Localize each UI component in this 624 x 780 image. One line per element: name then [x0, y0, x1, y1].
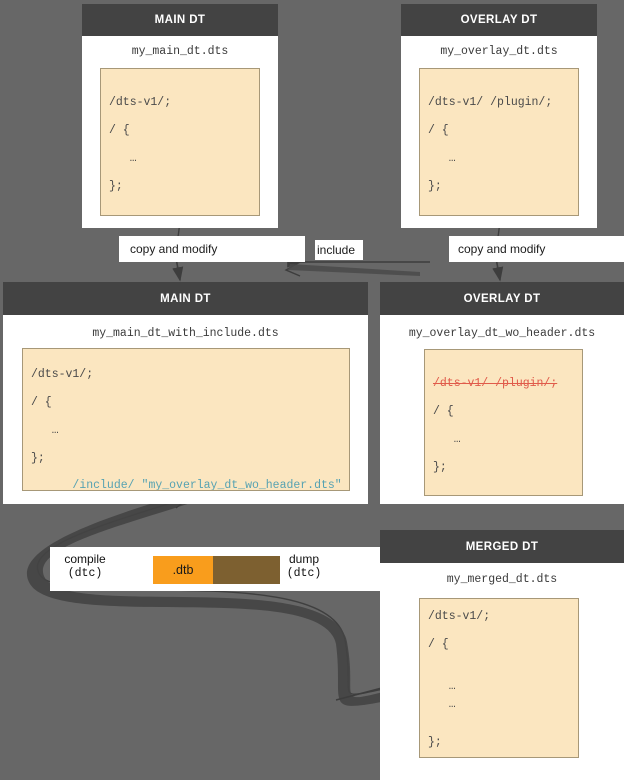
code-line: /dts-v1/;	[428, 610, 491, 623]
code-box-main-dt-mid: /dts-v1/; / { … }; /include/ "my_overlay_…	[22, 348, 350, 491]
compile-dump-flow-path	[36, 494, 389, 695]
code-line: / {	[31, 396, 52, 409]
code-line: };	[31, 452, 45, 465]
code-line: …	[109, 152, 137, 165]
panel-overlay-dt-top-title: OVERLAY DT	[460, 14, 538, 26]
code-line-include: /include/ "my_overlay_dt_wo_header.dts"	[31, 468, 342, 491]
panel-main-dt-mid-header: MAIN DT	[3, 282, 368, 315]
file-name-overlay-dt-mid: my_overlay_dt_wo_header.dts	[408, 327, 596, 340]
include-path: "my_overlay_dt_wo_header.dts"	[141, 478, 342, 491]
label-strip-include: include	[315, 240, 363, 260]
code-line: / {	[428, 124, 449, 137]
label-compile-text: compile	[64, 552, 106, 566]
code-line: …	[433, 433, 461, 446]
code-line: };	[433, 461, 447, 474]
code-line: /dts-v1/ /plugin/;	[428, 96, 553, 109]
panel-main-dt-top-header: MAIN DT	[82, 4, 278, 36]
panel-merged-dt-header: MERGED DT	[380, 530, 624, 563]
arrow-include-head	[284, 261, 301, 277]
label-compile: compile (dtc)	[52, 552, 118, 580]
panel-main-dt-top-title: MAIN DT	[154, 14, 206, 26]
code-line: };	[428, 736, 442, 749]
code-line-struck: /dts-v1/ /plugin/;	[433, 377, 558, 390]
label-copy-modify-left: copy and modify	[130, 242, 218, 256]
code-line: …	[428, 698, 456, 711]
label-strip-copy-modify-left: copy and modify	[119, 236, 305, 262]
dtb-label: .dtb	[172, 563, 194, 577]
code-box-overlay-dt-mid: /dts-v1/ /plugin/; / { … };	[424, 349, 583, 496]
panel-overlay-dt-mid-header: OVERLAY DT	[380, 282, 624, 315]
dtb-box[interactable]: .dtb	[153, 556, 213, 584]
code-line: };	[428, 180, 442, 193]
compile-dump-flow-band	[26, 492, 393, 706]
panel-overlay-dt-top-header: OVERLAY DT	[401, 4, 597, 36]
label-strip-copy-modify-right: copy and modify	[449, 236, 624, 262]
label-dump: dump (dtc)	[276, 552, 332, 580]
code-line: / {	[109, 124, 130, 137]
dtb-tail	[212, 556, 280, 584]
code-box-main-dt-top: /dts-v1/; / { … };	[100, 68, 260, 216]
code-line: / {	[433, 405, 454, 418]
code-box-merged-dt: /dts-v1/; / { … … };	[419, 598, 579, 758]
code-line: /dts-v1/;	[31, 368, 94, 381]
file-name-overlay-dt-top: my_overlay_dt.dts	[440, 45, 558, 58]
file-name-merged-dt: my_merged_dt.dts	[446, 573, 558, 586]
code-line: /dts-v1/;	[109, 96, 172, 109]
label-dump-tool: (dtc)	[286, 566, 322, 580]
code-box-overlay-dt-top: /dts-v1/ /plugin/; / { … };	[419, 68, 579, 216]
panel-overlay-dt-mid-title: OVERLAY DT	[463, 292, 541, 305]
code-line: };	[109, 180, 123, 193]
arrow-include-band	[288, 264, 420, 276]
label-dump-text: dump	[288, 552, 320, 566]
label-copy-modify-right: copy and modify	[458, 242, 546, 256]
code-line: …	[428, 680, 456, 693]
panel-main-dt-mid-title: MAIN DT	[160, 292, 211, 305]
label-include: include	[317, 243, 356, 257]
include-keyword: /include/	[72, 478, 135, 491]
code-line: / {	[428, 638, 449, 651]
file-name-main-dt-mid: my_main_dt_with_include.dts	[92, 327, 279, 340]
code-line: …	[428, 152, 456, 165]
label-compile-tool: (dtc)	[67, 566, 103, 580]
code-line: …	[31, 424, 59, 437]
file-name-main-dt-top: my_main_dt.dts	[131, 45, 229, 58]
panel-merged-dt-title: MERGED DT	[465, 540, 539, 553]
